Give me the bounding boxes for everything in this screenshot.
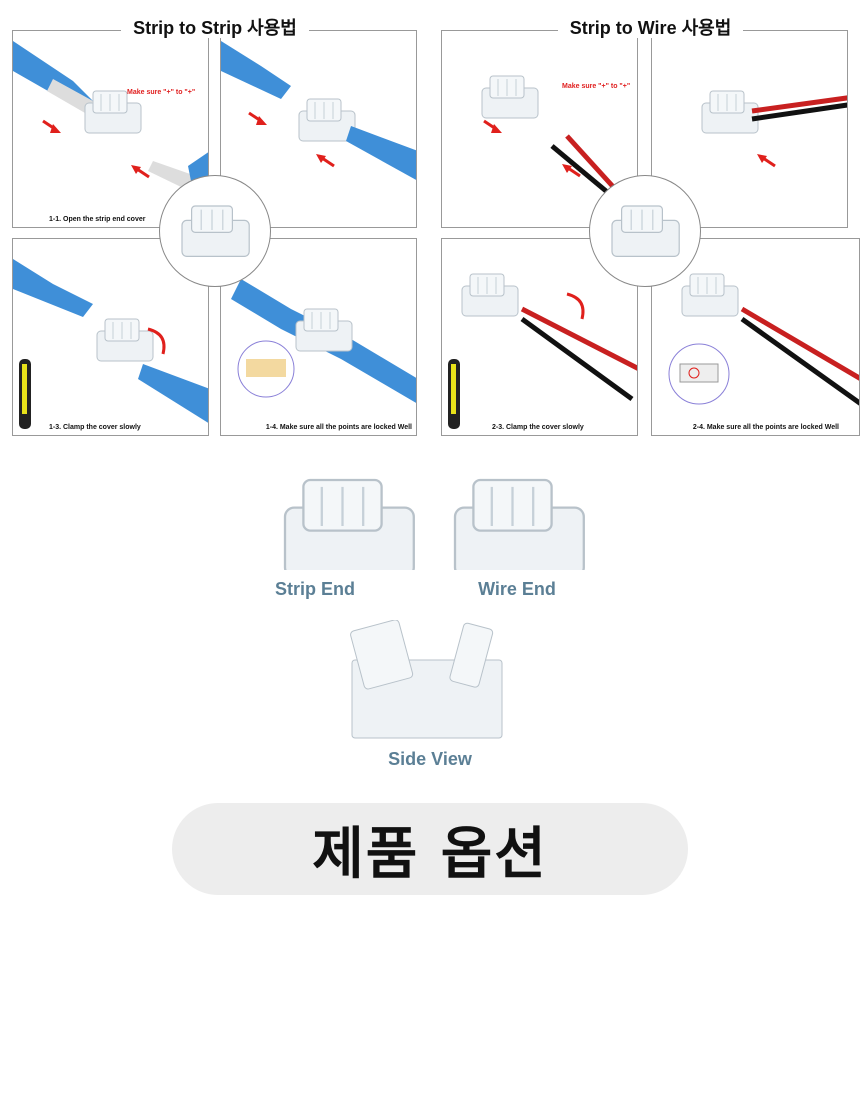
wire-end-label: Wire End: [478, 579, 556, 599]
section-title: Strip to Wire 사용법: [557, 18, 744, 38]
step-1-1-image: Make sure "+" to "+" 1-1. Open the strip…: [12, 30, 209, 228]
connector-detail-circle: [589, 175, 701, 287]
product-options-banner: 제품 옵션: [172, 803, 688, 895]
side-view-image: [350, 620, 503, 739]
strip-end-label: Strip End: [275, 579, 355, 599]
wire-end-image: [453, 478, 585, 570]
strip-to-wire-section: Strip to Wire 사용법 Make sure "+" to "+" 2…: [441, 18, 860, 437]
section-title: Strip to Strip 사용법: [121, 18, 309, 38]
product-options-title: 제품 옵션: [312, 821, 548, 887]
step-caption: 1-3. Clamp the cover slowly: [49, 424, 141, 431]
step-caption: 1-1. Open the strip end cover: [49, 216, 146, 223]
polarity-note: Make sure "+" to "+": [562, 83, 631, 90]
step-caption: 2-3. Clamp the cover slowly: [492, 424, 584, 431]
strip-to-strip-section: Strip to Strip 사용법 Make sure "+" to "+" …: [12, 18, 418, 437]
side-view-label: Side View: [388, 749, 472, 769]
polarity-note: Make sure "+" to "+": [127, 89, 196, 96]
step-caption: 1-4. Make sure all the points are locked…: [265, 424, 412, 431]
connector-detail-circle: [159, 175, 271, 287]
step-caption: 2-4. Make sure all the points are locked…: [692, 424, 839, 431]
strip-end-image: [283, 478, 415, 570]
step-2-4-image: 2-4. Make sure all the points are locked…: [651, 238, 860, 436]
